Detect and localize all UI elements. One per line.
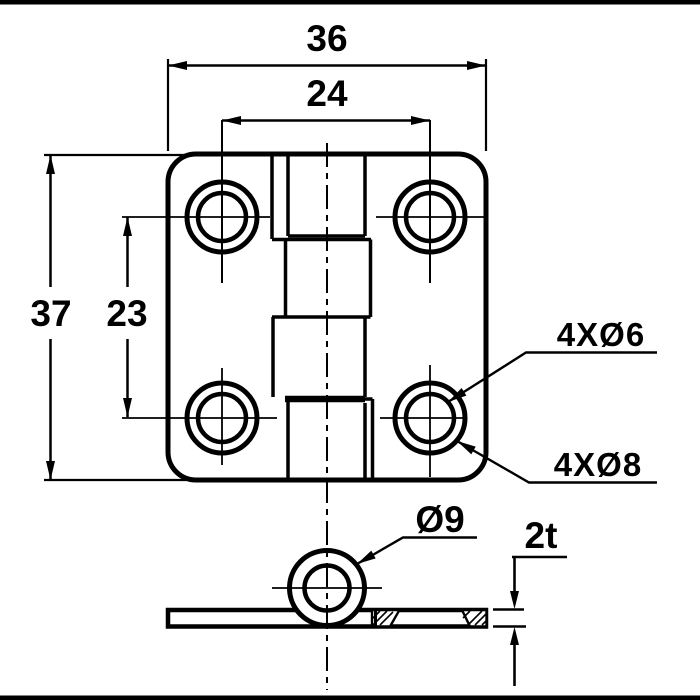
hole-large-callout-label: 4XØ8 bbox=[554, 446, 642, 483]
leader-hole-small bbox=[447, 351, 657, 404]
section-hatch-left bbox=[370, 608, 402, 628]
arrowhead bbox=[123, 398, 132, 417]
arrowhead bbox=[457, 441, 476, 455]
dim-hole-spacing-vertical bbox=[123, 217, 132, 417]
arrowhead bbox=[123, 217, 132, 236]
arrowhead bbox=[46, 461, 55, 480]
thickness-callout-label: 2t bbox=[525, 515, 558, 556]
knuckle-lines bbox=[270, 154, 375, 480]
dim-overall-width-label: 36 bbox=[306, 18, 347, 59]
arrowhead bbox=[510, 627, 519, 645]
arrowhead bbox=[510, 591, 519, 609]
dim-hole-spacing-horizontal-label: 24 bbox=[306, 73, 348, 114]
dim-overall-width bbox=[166, 59, 488, 151]
arrowhead bbox=[467, 61, 486, 70]
dimensions bbox=[44, 59, 488, 482]
leader-knuckle-diameter bbox=[356, 536, 477, 566]
leader-callouts bbox=[356, 351, 657, 686]
arrowhead bbox=[222, 116, 241, 125]
dim-hole-spacing-horizontal bbox=[222, 116, 430, 125]
dim-thickness bbox=[493, 555, 567, 686]
section-hatch-right bbox=[460, 608, 488, 628]
arrowhead bbox=[411, 116, 430, 125]
hole-centerlines bbox=[122, 120, 484, 477]
arrowhead bbox=[168, 61, 187, 70]
bottom-border-band bbox=[0, 695, 700, 700]
top-view bbox=[122, 120, 489, 483]
arrowhead bbox=[448, 388, 467, 402]
leader-hole-large bbox=[456, 439, 657, 484]
dim-overall-height bbox=[44, 153, 186, 482]
arrowhead bbox=[46, 155, 55, 174]
dim-hole-spacing-vertical-label: 23 bbox=[106, 293, 147, 334]
hole-small-callout-label: 4XØ6 bbox=[557, 316, 645, 353]
top-border-band bbox=[0, 0, 700, 5]
knuckle-diameter-label: Ø9 bbox=[415, 499, 464, 540]
labels: 36 24 37 23 4XØ6 4XØ8 Ø9 2t bbox=[30, 18, 645, 556]
dim-overall-height-label: 37 bbox=[30, 293, 71, 334]
arrowhead bbox=[357, 550, 376, 564]
